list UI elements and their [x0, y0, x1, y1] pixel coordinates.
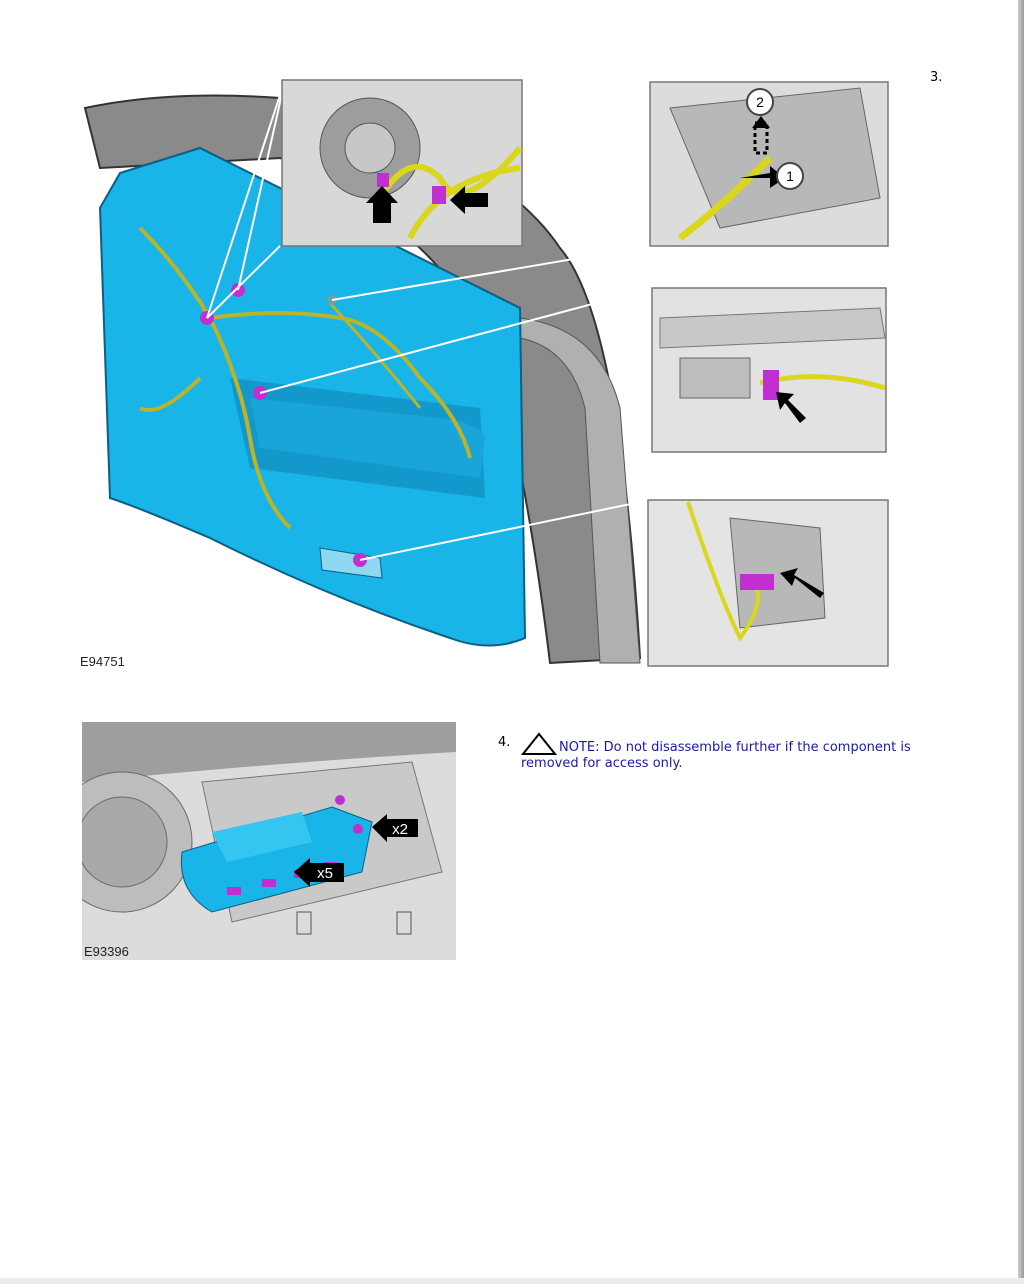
figure-id-e94751: E94751 [80, 654, 125, 669]
figure-id-e93396: E93396 [84, 944, 129, 959]
note-line-1: NOTE: Do not disassemble further if the … [559, 740, 911, 755]
callout-1: 1 [786, 168, 794, 184]
qty-x5: x5 [317, 865, 333, 882]
page-edge-shadow [1018, 0, 1024, 1284]
step-3-number: 3. [930, 70, 943, 85]
warning-triangle-icon [521, 732, 557, 755]
note-line-2: removed for access only. [521, 756, 683, 771]
qty-x2: x2 [392, 821, 408, 838]
module-illustration: x2 x5 [82, 722, 456, 960]
step-4-number: 4. [498, 735, 511, 750]
callout-2: 2 [756, 94, 764, 110]
door-panel-illustration: 2 1 [83, 79, 889, 667]
note-text: NOTE: Do not disassemble further if the … [521, 732, 941, 772]
page-bottom-band [0, 1278, 1024, 1284]
